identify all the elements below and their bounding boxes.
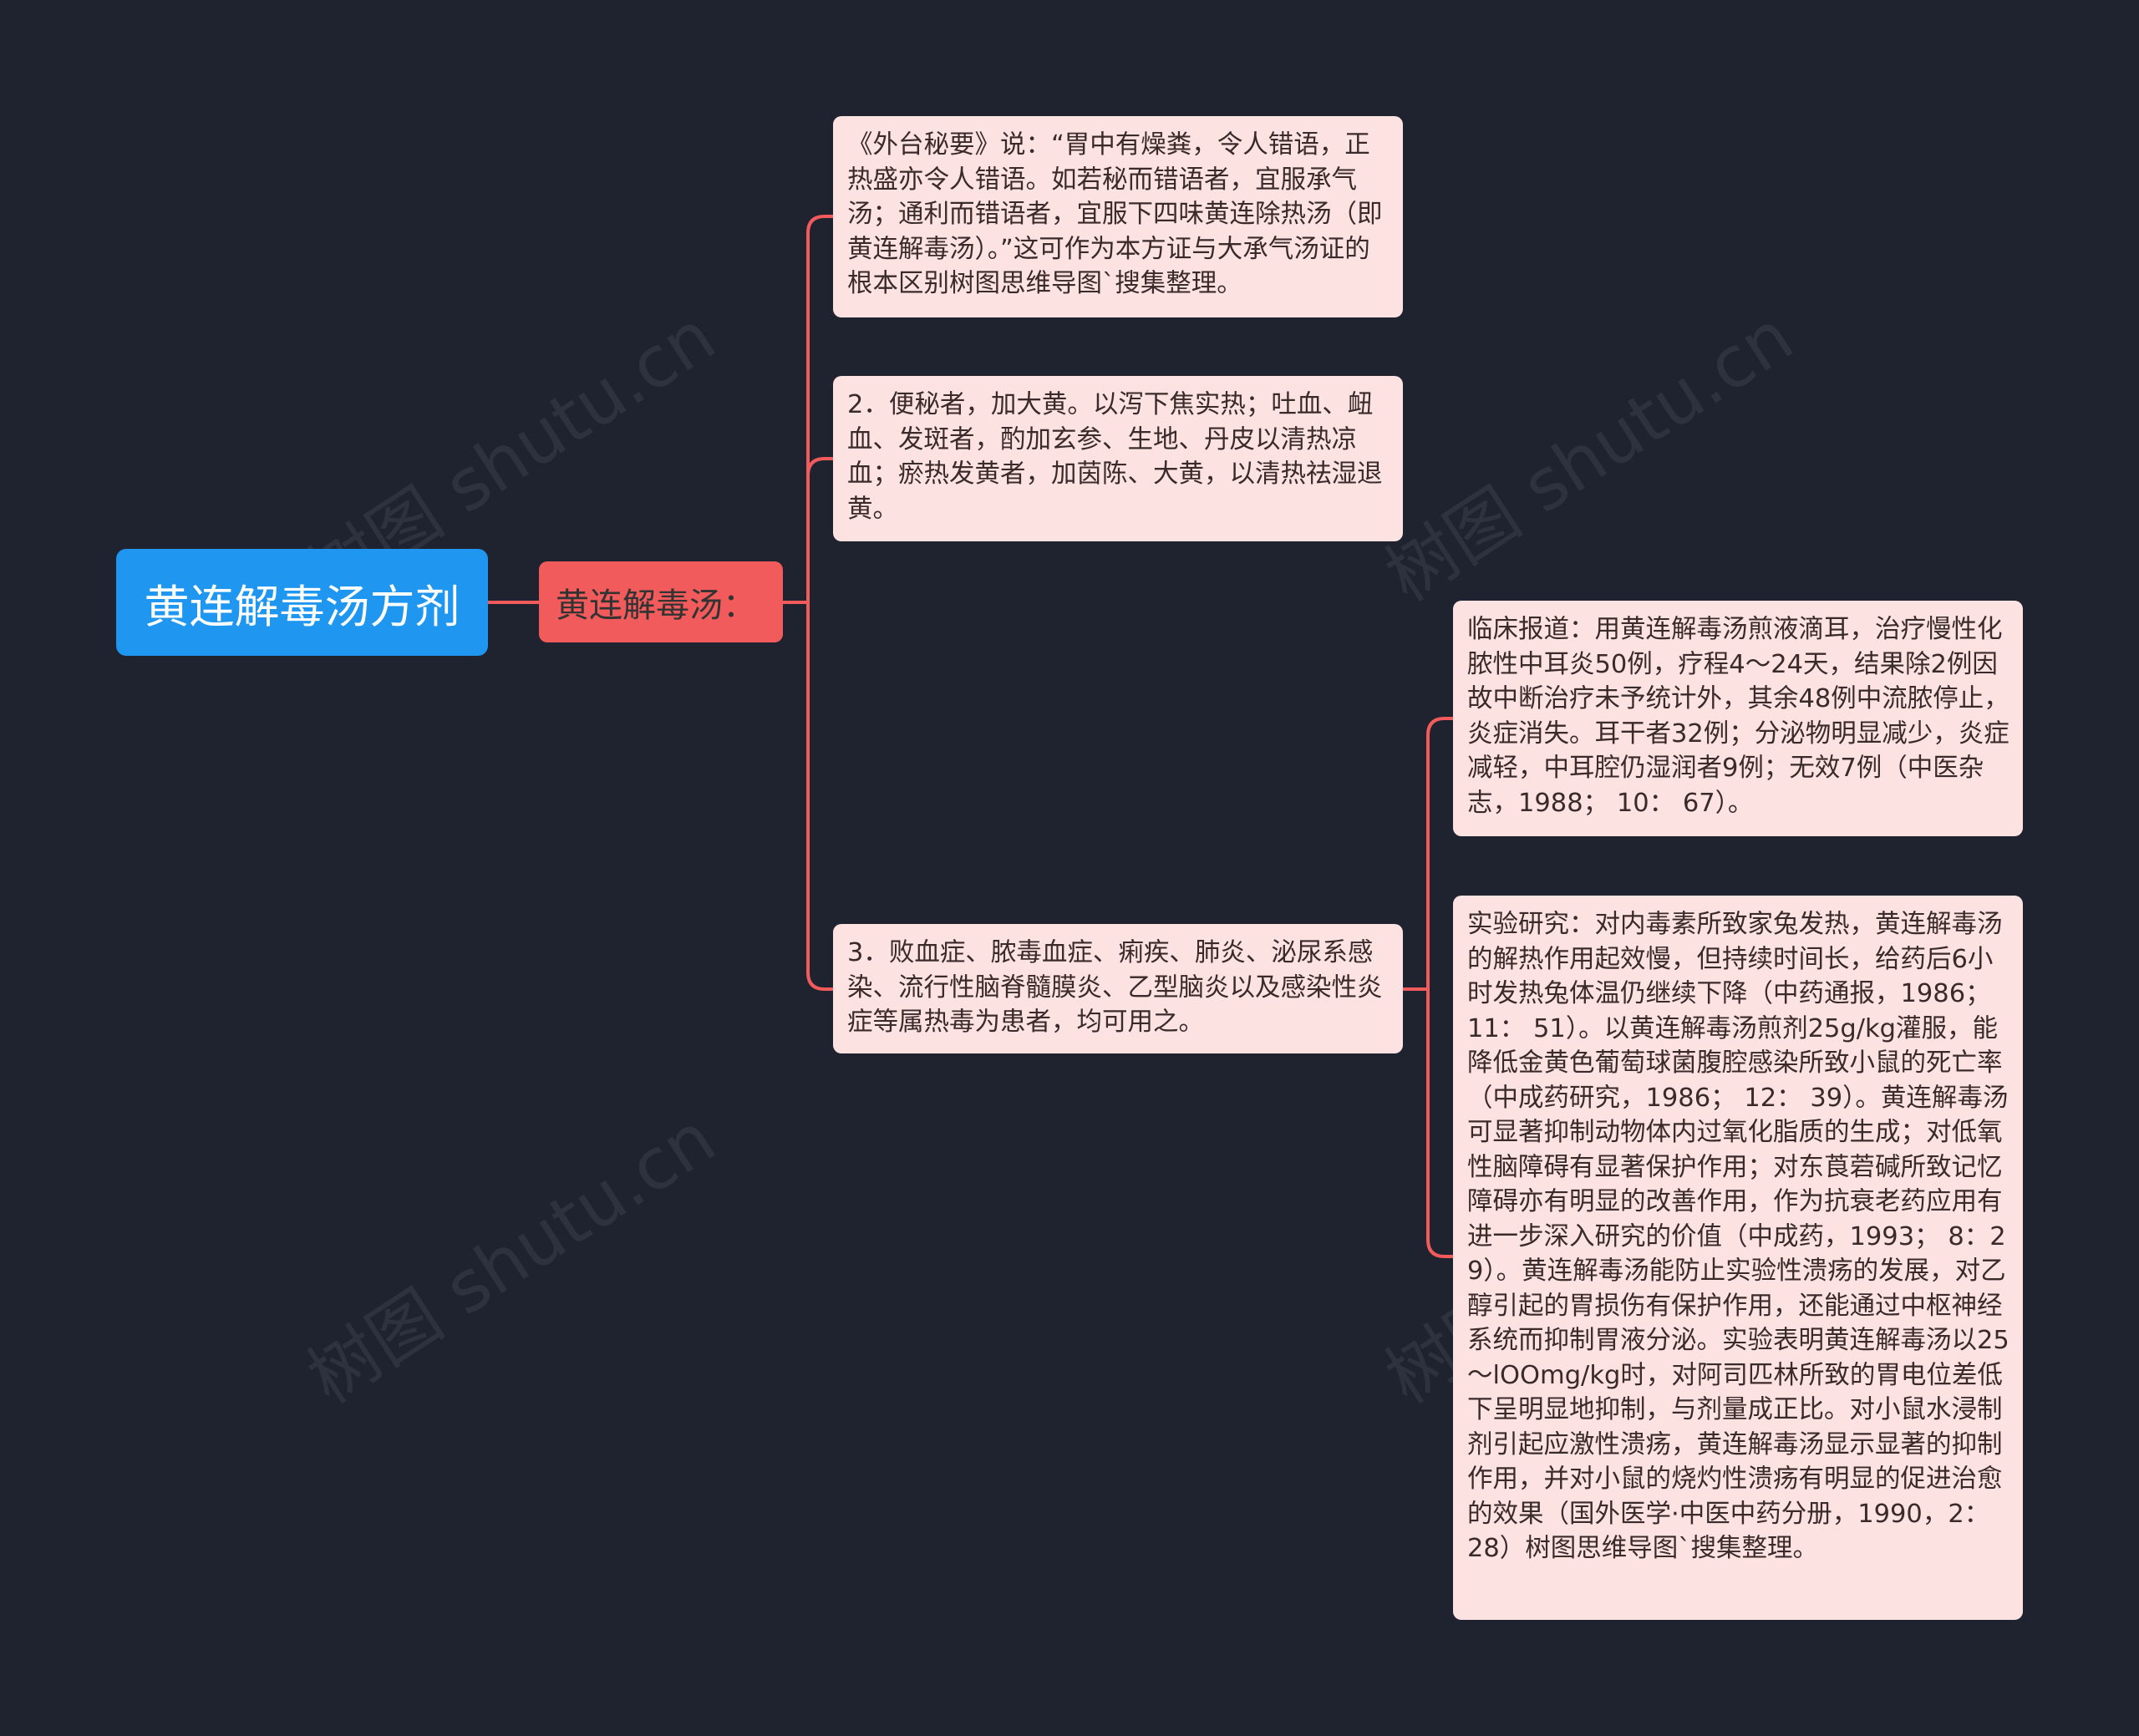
- leaf-node-constipation[interactable]: 2．便秘者，加大黄。以泻下焦实热；吐血、衄血、发斑者，酌加玄参、生地、丹皮以清热…: [833, 376, 1403, 541]
- branch-node[interactable]: 黄连解毒汤：: [539, 561, 783, 642]
- leaf-node-clinical-report[interactable]: 临床报道：用黄连解毒汤煎液滴耳，治疗慢性化脓性中耳炎50例，疗程4～24天，结果…: [1453, 601, 2023, 836]
- root-node[interactable]: 黄连解毒汤方剂: [116, 549, 488, 656]
- leaf-node-experimental-research[interactable]: 实验研究：对内毒素所致家兔发热，黄连解毒汤的解热作用起效慢，但持续时间长，给药后…: [1453, 896, 2023, 1620]
- connector-sub-leaf-1: [806, 215, 835, 604]
- connector-sub-leaf-3: [806, 601, 835, 991]
- connector-sub-leaf-2: [806, 457, 835, 604]
- connector-leaf3-leaf-5: [1426, 987, 1455, 1258]
- leaf-node-waitai-miyao[interactable]: 《外台秘要》说：“胃中有燥粪，令人错语，正热盛亦令人错语。如若秘而错语者，宜服承…: [833, 116, 1403, 317]
- leaf-node-indications[interactable]: 3．败血症、脓毒血症、痢疾、肺炎、泌尿系感染、流行性脑脊髓膜炎、乙型脑炎以及感染…: [833, 924, 1403, 1053]
- connector-leaf3-leaf-4: [1426, 717, 1455, 991]
